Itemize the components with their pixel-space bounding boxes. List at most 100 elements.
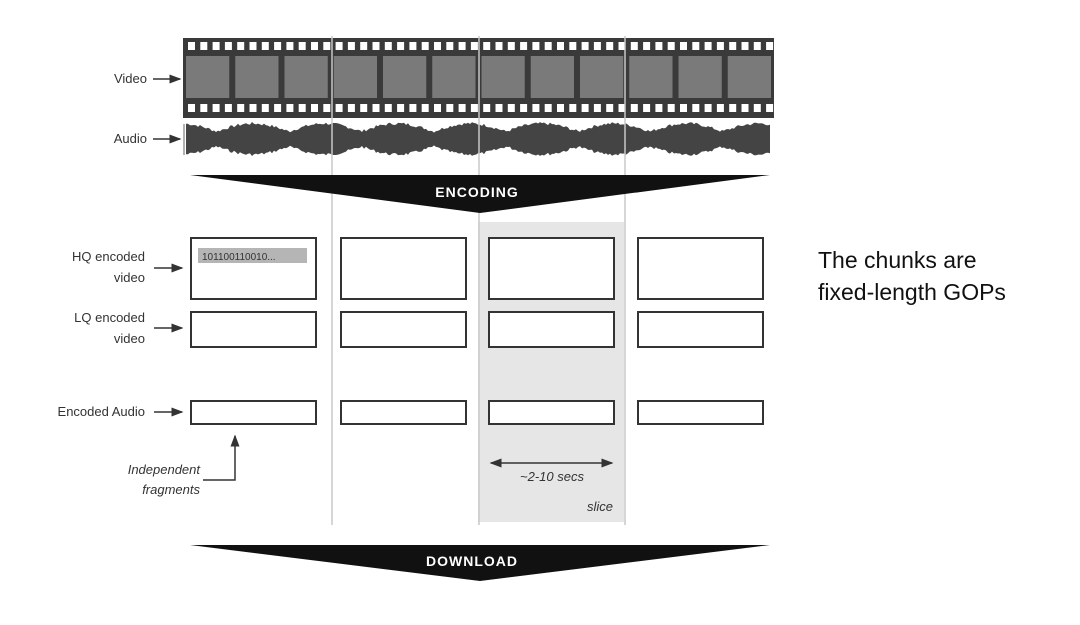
binary-text: 101100110010... [202,252,276,263]
film-frame [284,56,328,98]
encoded-audio-label: Encoded Audio [58,404,145,419]
sprocket-hole [729,42,737,50]
sprocket-hole [716,42,724,50]
encoding-arrow [190,175,770,213]
independent-arrow [203,434,240,481]
sprocket-hole [286,104,294,112]
audio-waveform [183,122,770,156]
side-note-line2: fixed-length GOPs [818,279,1006,305]
sprocket-hole [335,42,343,50]
sprocket-hole [520,104,528,112]
sprocket-hole [667,104,675,112]
lq-chunk-box [637,311,764,348]
independent-label-line1: Independent [128,462,202,477]
sprocket-hole [569,104,577,112]
lq-chunk-box [488,311,615,348]
sprocket-hole [360,42,368,50]
hq-chunk-box [637,237,764,300]
independent-label-line2: fragments [142,482,200,497]
side-note-line1: The chunks are [818,247,977,273]
film-frame [481,56,525,98]
hq-chunk-box [488,237,615,300]
sprocket-hole [643,104,651,112]
sprocket-hole [593,42,601,50]
sprocket-hole [766,42,774,50]
sprocket-hole [483,42,491,50]
video-label: Video [114,71,147,86]
sprocket-hole [618,104,626,112]
sprocket-hole [692,42,700,50]
slice-label: slice [587,499,613,514]
sprocket-hole [692,104,700,112]
sprocket-hole [704,104,712,112]
sprocket-hole [766,104,774,112]
sprocket-hole [507,42,515,50]
sprocket-hole [409,104,417,112]
sprocket-hole [372,104,380,112]
sprocket-hole [384,42,392,50]
sprocket-hole [286,42,294,50]
sprocket-hole [298,104,306,112]
chunk-boxes [190,237,764,425]
sprocket-hole [557,42,564,50]
lq-label-line2: video [114,331,145,346]
slice-dividers [331,36,626,525]
lq-label-line1: LQ encoded [74,310,145,325]
sprocket-hole [458,104,466,112]
sprocket-hole [680,104,687,112]
sprocket-hole [581,42,589,50]
sprocket-hole [446,104,454,112]
sprocket-hole [741,104,749,112]
film-frame [678,56,722,98]
hq-chunk-box [190,237,317,300]
sprocket-hole [298,42,306,50]
sprocket-hole [483,104,491,112]
film-frame [333,56,377,98]
sprocket-hole [569,42,577,50]
sprocket-hole [495,42,503,50]
sprocket-hole [655,42,663,50]
hq-label-line1: HQ encoded [72,249,145,264]
sprocket-hole [347,42,355,50]
sprocket-hole [544,104,552,112]
sprocket-hole [630,104,638,112]
sprocket-hole [224,42,232,50]
sprocket-hole [716,104,724,112]
sprocket-hole [323,104,331,112]
sprocket-hole [188,42,195,50]
audio-chunk-box [190,400,317,425]
sprocket-hole [360,104,368,112]
sprocket-hole [532,42,540,50]
sprocket-hole [249,42,257,50]
waveform-shape [186,122,770,156]
hq-label-line2: video [114,270,145,285]
audio-chunk-box [637,400,764,425]
sprocket-hole [434,104,441,112]
sprocket-hole [470,42,478,50]
sprocket-hole [507,104,515,112]
sprocket-hole [335,104,343,112]
sprocket-hole [421,42,429,50]
sprocket-hole [274,104,282,112]
sprocket-hole [618,42,626,50]
sprocket-hole [704,42,712,50]
sprocket-hole [470,104,478,112]
sprocket-hole [458,42,466,50]
sprocket-hole [753,42,761,50]
sprocket-hole [544,42,552,50]
sprocket-hole [593,104,601,112]
sprocket-hole [237,104,245,112]
lq-chunk-box [340,311,467,348]
sprocket-hole [261,42,269,50]
audio-chunk-box [340,400,467,425]
lq-chunk-box [190,311,317,348]
sprocket-hole [680,42,687,50]
sprocket-hole [311,42,318,50]
sprocket-hole [606,42,614,50]
sprocket-hole [200,104,208,112]
sprocket-hole [729,104,737,112]
sprocket-hole [261,104,269,112]
sprocket-hole [557,104,564,112]
sprocket-hole [397,42,405,50]
